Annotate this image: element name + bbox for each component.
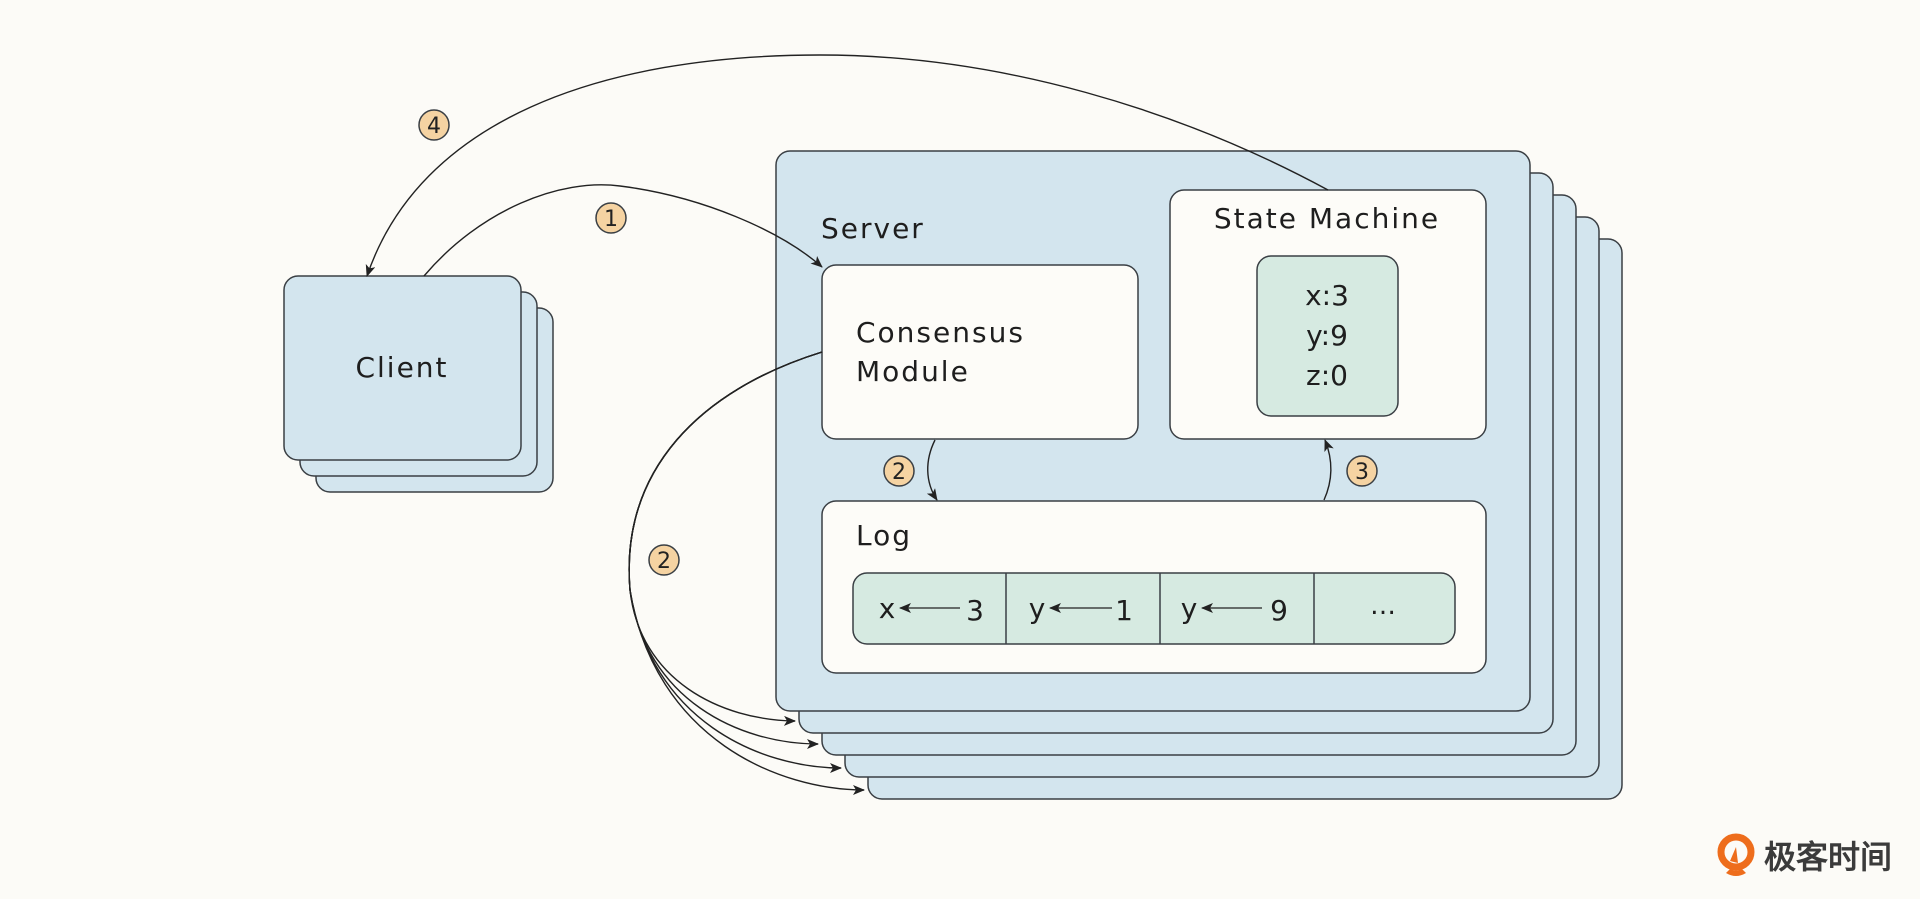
badge-number: 2 — [657, 549, 671, 574]
arrow-step-2-replica-4 — [628, 351, 865, 795]
log-entry-value: 9 — [1270, 594, 1288, 627]
consensus-module-box[interactable] — [821, 264, 1139, 440]
badge-number: 2 — [892, 460, 906, 485]
step-badge-2-replicas: 2 — [648, 544, 680, 576]
arrow-step-3 — [1323, 439, 1334, 501]
consensus-module-label-line1: Consensus — [856, 316, 1025, 349]
state-value-x: x:3 — [1305, 279, 1349, 312]
step-badge-2-local: 2 — [883, 455, 915, 487]
log-entry[interactable]: y 9 — [1181, 592, 1288, 627]
badge-circle — [418, 109, 450, 141]
arrow-step-4 — [365, 54, 1329, 277]
badge-circle — [595, 202, 627, 234]
state-value-z: z:0 — [1306, 359, 1348, 392]
badge-circle — [648, 544, 680, 576]
client-label: Client — [355, 351, 448, 384]
log-entry[interactable]: x 3 — [879, 592, 984, 627]
arrows — [365, 54, 1334, 795]
log-label: Log — [856, 519, 912, 552]
arrow-step-2-local — [926, 439, 938, 501]
arrow-step-1 — [423, 184, 823, 277]
consensus-module[interactable]: Consensus Module — [821, 264, 1139, 440]
client-stack: Client — [283, 275, 554, 493]
badge-circle — [883, 455, 915, 487]
logo-mark-icon — [1716, 833, 1756, 877]
log-entry-value: 1 — [1115, 594, 1133, 627]
badge-number: 3 — [1355, 460, 1369, 485]
state-machine-label: State Machine — [1214, 202, 1440, 235]
logo-brand-text: 极客时间 — [1764, 838, 1893, 876]
log-entry-var: x — [879, 592, 896, 625]
badge-number: 1 — [604, 207, 618, 232]
log-entries-strip — [852, 572, 1456, 645]
step-badge-1: 1 — [595, 202, 627, 234]
log-entry[interactable]: … — [1370, 591, 1396, 621]
client-box[interactable] — [283, 275, 522, 461]
log-entry[interactable]: y 1 — [1029, 592, 1133, 627]
log-entry-var: y — [1181, 592, 1198, 625]
log[interactable]: Log x 3 y 1 y 9 … — [821, 500, 1487, 674]
log-entry-var: y — [1029, 592, 1046, 625]
log-entry-ellipsis: … — [1370, 591, 1396, 621]
state-values-box — [1256, 255, 1399, 417]
server-label: Server — [821, 212, 925, 245]
log-entry-value: 3 — [966, 594, 984, 627]
geektime-logo: 极客时间 — [1716, 830, 1892, 880]
badge-number: 4 — [427, 114, 441, 139]
state-machine[interactable]: State Machine x:3 y:9 z:0 — [1169, 189, 1487, 440]
badge-circle — [1346, 455, 1378, 487]
step-badge-3: 3 — [1346, 455, 1378, 487]
consensus-module-label-line2: Module — [856, 355, 970, 388]
step-badge-4: 4 — [418, 109, 450, 141]
state-value-y: y:9 — [1306, 319, 1348, 352]
